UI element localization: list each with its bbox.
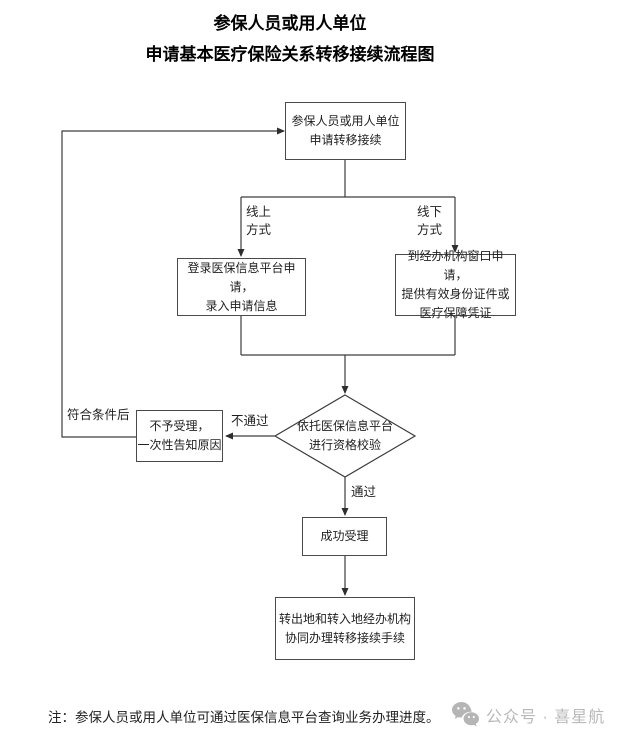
edge-label-pass: 通过 <box>351 485 377 499</box>
page-title: 参保人员或用人单位 申请基本医疗保险关系转移接续流程图 <box>0 8 580 70</box>
footer-note: 注：参保人员或用人单位可通过医保信息平台查询业务办理进度。 <box>48 710 440 725</box>
edge-reject-to-apply <box>61 127 285 438</box>
node-offline-window-apply: 到经办机构窗口申请， 提供有效身份证件或 医疗保障凭证 <box>395 249 516 320</box>
node-online-platform-apply: 登录医保信息平台申请， 录入申请信息 <box>177 258 306 316</box>
watermark: 公众号 · 喜星航 <box>451 701 605 728</box>
node-joint-transfer-handle: 转出地和转入地经办机构 协同办理转移接续手续 <box>275 597 415 660</box>
node-apply-transfer: 参保人员或用人单位 申请转移接续 <box>285 102 406 160</box>
node-qualification-check: 依托医保信息平台 进行资格校验 <box>296 419 393 452</box>
edge-label-fail: 不通过 <box>231 414 269 428</box>
page-title-line1: 参保人员或用人单位 <box>213 14 367 33</box>
node-accept-success: 成功受理 <box>302 517 387 556</box>
watermark-text: 公众号 · 喜星航 <box>486 708 606 726</box>
decision-diamond-shape <box>273 394 417 478</box>
edge-label-qualified: 符合条件后 <box>67 408 130 422</box>
edge-label-online-method: 线上 方式 <box>246 205 272 237</box>
wechat-icon <box>451 701 480 728</box>
node-reject-notify: 不予受理， 一次性告知原因 <box>136 410 223 462</box>
edge-label-offline-method: 线下 方式 <box>417 205 443 237</box>
page-title-line2: 申请基本医疗保险关系转移接续流程图 <box>145 45 435 64</box>
